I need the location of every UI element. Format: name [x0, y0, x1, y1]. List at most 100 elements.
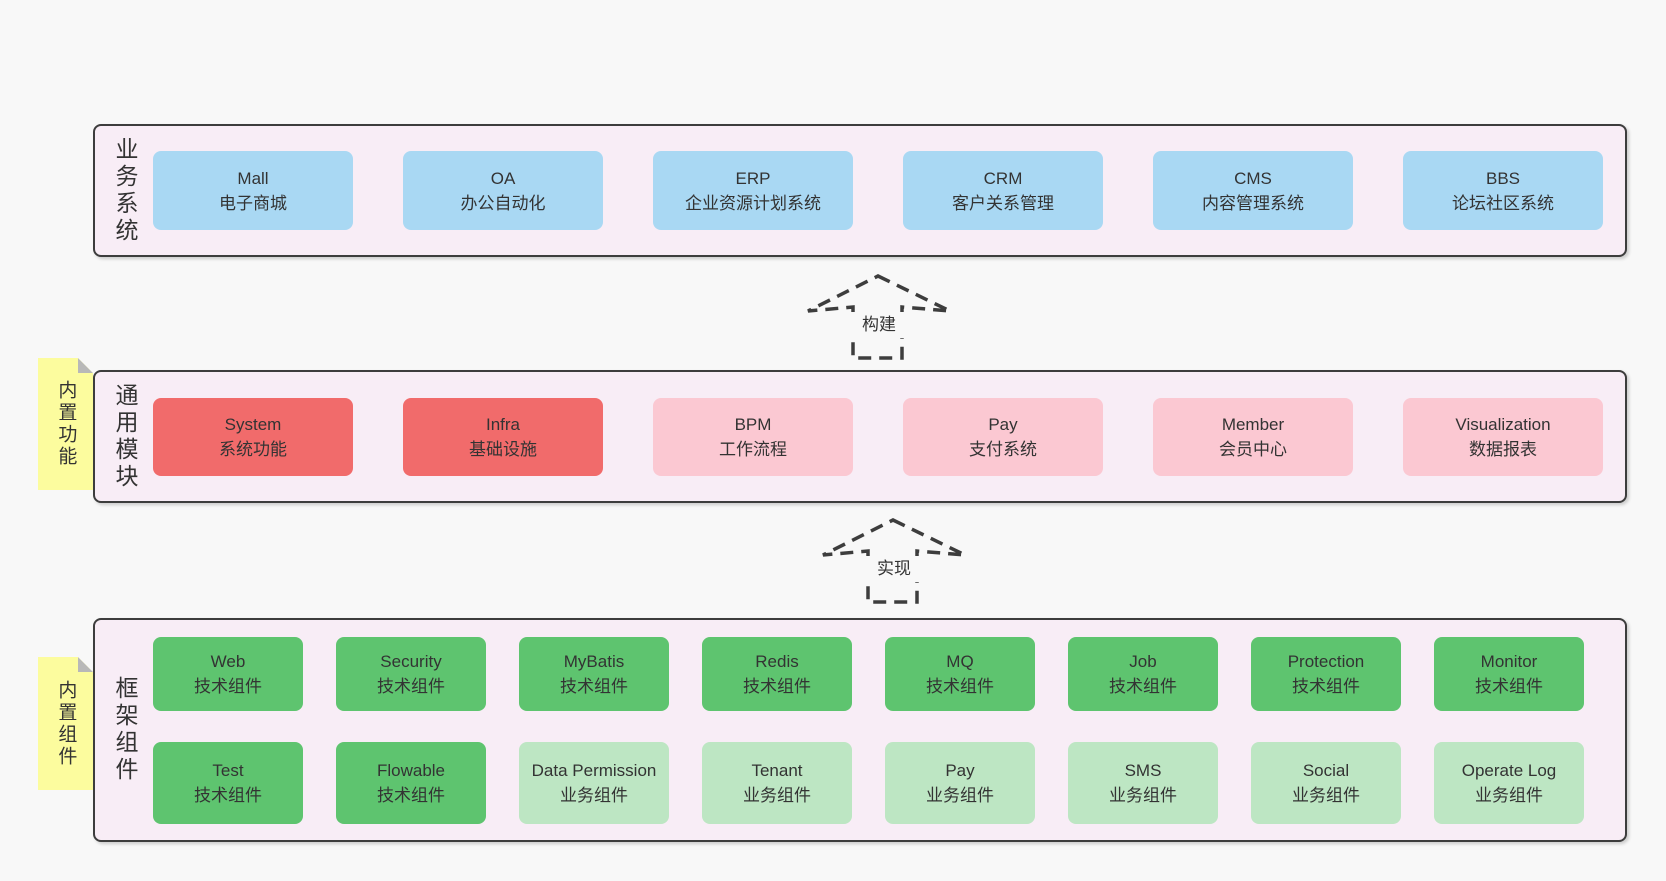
box-subtitle: 技术组件: [377, 676, 445, 696]
arrow-label-mask: [866, 556, 924, 582]
box-subtitle: 技术组件: [194, 676, 262, 696]
box-crm: CRM 客户关系管理: [903, 151, 1103, 230]
box-tenant: Tenant 业务组件: [702, 741, 852, 824]
box-title: BBS: [1485, 168, 1521, 188]
band-common-modules: 通用模块 System 系统功能 Infra 基础设施 BPM 工作流程 Pay…: [93, 370, 1627, 503]
box-redis: Redis 技术组件: [702, 636, 852, 711]
box-oa: OA 办公自动化: [403, 151, 603, 230]
arrow-label: 实现: [877, 559, 911, 578]
box-title: Social: [1302, 760, 1350, 780]
box-bbs: BBS 论坛社区系统: [1403, 151, 1603, 230]
box-subtitle: 会员中心: [1219, 439, 1287, 459]
box-title: Member: [1221, 414, 1285, 434]
box-title: Flowable: [376, 760, 446, 780]
box-web: Web 技术组件: [153, 636, 303, 711]
box-title: Tenant: [751, 760, 803, 780]
box-title: Security: [380, 651, 442, 671]
box-pay-biz: Pay 业务组件: [885, 741, 1035, 824]
box-job: Job 技术组件: [1068, 636, 1218, 711]
box-subtitle: 客户关系管理: [952, 193, 1054, 213]
box-subtitle: 办公自动化: [460, 193, 546, 213]
box-title: MyBatis: [563, 651, 625, 671]
box-subtitle: 电子商城: [219, 193, 287, 213]
box-title: MQ: [946, 651, 974, 671]
arrow-label: 构建: [862, 315, 896, 334]
box-subtitle: 技术组件: [1475, 676, 1543, 696]
arrow-outline: [807, 274, 951, 360]
box-visualization: Visualization 数据报表: [1403, 397, 1603, 476]
box-subtitle: 技术组件: [743, 676, 811, 696]
box-title: Mall: [237, 168, 269, 188]
box-subtitle: 内容管理系统: [1202, 193, 1304, 213]
box-title: Protection: [1287, 651, 1365, 671]
box-title: Job: [1129, 651, 1157, 671]
box-social: Social 业务组件: [1251, 741, 1401, 824]
box-title: Monitor: [1480, 651, 1538, 671]
box-subtitle: 支付系统: [969, 439, 1037, 459]
box-member: Member 会员中心: [1153, 397, 1353, 476]
box-mybatis: MyBatis 技术组件: [519, 636, 669, 711]
common-modules-boxes: System 系统功能 Infra 基础设施 BPM 工作流程 Pay 支付系统…: [153, 397, 1603, 476]
box-subtitle: 业务组件: [560, 785, 628, 805]
band-label-common-modules: 通用模块: [112, 382, 138, 491]
box-subtitle: 业务组件: [1292, 785, 1360, 805]
arrow-label-mask: [851, 312, 909, 338]
box-title: Visualization: [1455, 414, 1551, 434]
box-title: Redis: [755, 651, 799, 671]
box-title: CRM: [983, 168, 1023, 188]
box-subtitle: 技术组件: [377, 785, 445, 805]
box-flowable: Flowable 技术组件: [336, 741, 486, 824]
framework-components-rows: Web 技术组件 Security 技术组件 MyBatis 技术组件 Redi…: [153, 636, 1584, 824]
folded-corner-icon: [78, 358, 93, 373]
framework-row-2: Test 技术组件 Flowable 技术组件 Data Permission …: [153, 741, 1584, 824]
box-title: Data Permission: [531, 760, 657, 780]
box-sms: SMS 业务组件: [1068, 741, 1218, 824]
box-title: Pay: [945, 760, 975, 780]
box-mall: Mall 电子商城: [153, 151, 353, 230]
box-subtitle: 基础设施: [469, 439, 537, 459]
box-title: SMS: [1124, 760, 1162, 780]
box-subtitle: 业务组件: [1109, 785, 1177, 805]
box-security: Security 技术组件: [336, 636, 486, 711]
box-title: CMS: [1234, 168, 1272, 188]
folded-corner-icon: [78, 657, 93, 672]
box-subtitle: 技术组件: [194, 785, 262, 805]
framework-row-1: Web 技术组件 Security 技术组件 MyBatis 技术组件 Redi…: [153, 636, 1584, 711]
box-subtitle: 数据报表: [1469, 439, 1537, 459]
box-title: Test: [212, 760, 244, 780]
sticky-label: 内置组件: [55, 679, 77, 768]
box-subtitle: 业务组件: [1475, 785, 1543, 805]
box-title: Operate Log: [1461, 760, 1557, 780]
box-title: OA: [490, 168, 516, 188]
box-bpm: BPM 工作流程: [653, 397, 853, 476]
sticky-note-built-in-components: 内置组件: [38, 657, 93, 790]
box-title: BPM: [734, 414, 772, 434]
box-subtitle: 技术组件: [1109, 676, 1177, 696]
dashed-up-arrow-build: 构建: [807, 274, 951, 360]
box-cms: CMS 内容管理系统: [1153, 151, 1353, 230]
box-title: Web: [210, 651, 246, 671]
box-title: Infra: [485, 414, 521, 434]
box-subtitle: 业务组件: [743, 785, 811, 805]
box-subtitle: 企业资源计划系统: [685, 193, 821, 213]
box-subtitle: 系统功能: [219, 439, 287, 459]
box-erp: ERP 企业资源计划系统: [653, 151, 853, 230]
box-system: System 系统功能: [153, 397, 353, 476]
sticky-label: 内置功能: [55, 380, 77, 468]
box-title: Pay: [988, 414, 1018, 434]
business-systems-boxes: Mall 电子商城 OA 办公自动化 ERP 企业资源计划系统 CRM 客户关系…: [153, 151, 1603, 230]
box-protection: Protection 技术组件: [1251, 636, 1401, 711]
box-subtitle: 论坛社区系统: [1452, 193, 1554, 213]
box-subtitle: 技术组件: [1292, 676, 1360, 696]
sticky-note-built-in-features: 内置功能: [38, 358, 93, 490]
box-subtitle: 技术组件: [926, 676, 994, 696]
dashed-up-arrow-implement: 实现: [822, 518, 966, 604]
box-subtitle: 工作流程: [719, 439, 787, 459]
box-test: Test 技术组件: [153, 741, 303, 824]
box-monitor: Monitor 技术组件: [1434, 636, 1584, 711]
box-title: ERP: [735, 168, 771, 188]
band-business-systems: 业务系统 Mall 电子商城 OA 办公自动化 ERP 企业资源计划系统 CRM…: [93, 124, 1627, 257]
box-data-permission: Data Permission 业务组件: [519, 741, 669, 824]
band-label-framework-components: 框架组件: [112, 676, 138, 784]
